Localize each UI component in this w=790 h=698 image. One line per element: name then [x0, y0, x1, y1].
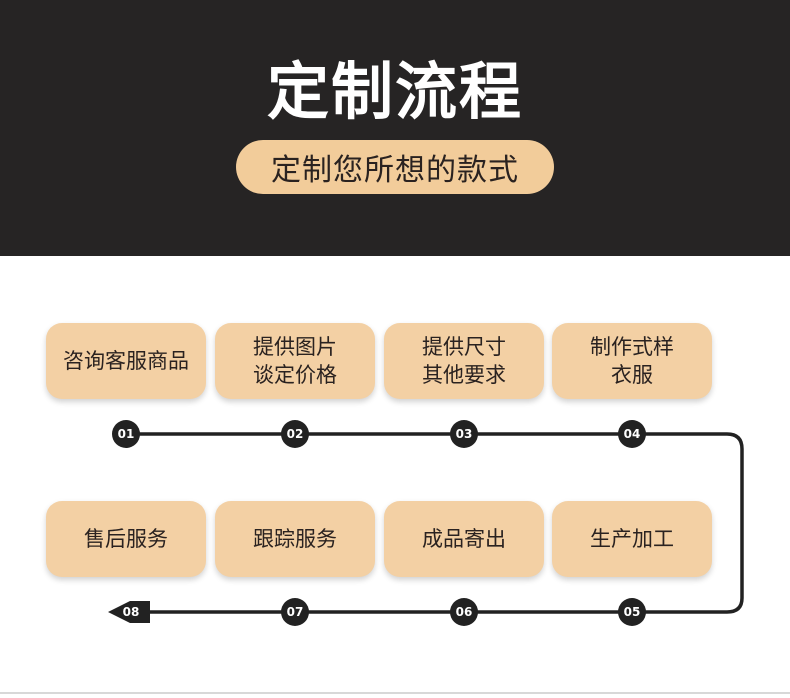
step-label: 跟踪服务: [253, 527, 337, 551]
page-title: 定制流程: [266, 55, 523, 128]
subtitle-text: 定制您所想的款式: [271, 153, 519, 188]
step-number-05: 05: [618, 598, 646, 626]
step-label: 制作式样: [590, 335, 674, 359]
step-label: 衣服: [611, 363, 653, 387]
step-number-08: 08: [122, 605, 140, 619]
step-card-08: 售后服务: [46, 501, 206, 577]
step-card-04: 制作式样 衣服: [552, 323, 712, 399]
step-number-03: 03: [450, 420, 478, 448]
step-label: 提供尺寸: [422, 335, 506, 359]
step-card-07: 跟踪服务: [215, 501, 375, 577]
step-number-06: 06: [450, 598, 478, 626]
step-label: 生产加工: [590, 527, 674, 551]
step-label: 成品寄出: [422, 527, 506, 551]
step-number-04: 04: [618, 420, 646, 448]
step-card-01: 咨询客服商品: [46, 323, 206, 399]
step-label: 提供图片: [253, 335, 337, 359]
arrow-head-icon: [108, 601, 150, 623]
step-label: 咨询客服商品: [63, 349, 189, 373]
step-card-06: 成品寄出: [384, 501, 544, 577]
header-banner: 定制流程 定制您所想的款式: [0, 0, 790, 256]
step-label: 售后服务: [84, 527, 168, 551]
step-card-03: 提供尺寸 其他要求: [384, 323, 544, 399]
step-card-05: 生产加工: [552, 501, 712, 577]
flow-path: [124, 432, 744, 614]
step-card-02: 提供图片 谈定价格: [215, 323, 375, 399]
step-number-01: 01: [112, 420, 140, 448]
step-number-07: 07: [281, 598, 309, 626]
bottom-divider: [0, 692, 790, 694]
step-number-02: 02: [281, 420, 309, 448]
subtitle-pill: 定制您所想的款式: [236, 140, 554, 194]
step-label: 谈定价格: [253, 363, 337, 387]
step-label: 其他要求: [422, 363, 506, 387]
